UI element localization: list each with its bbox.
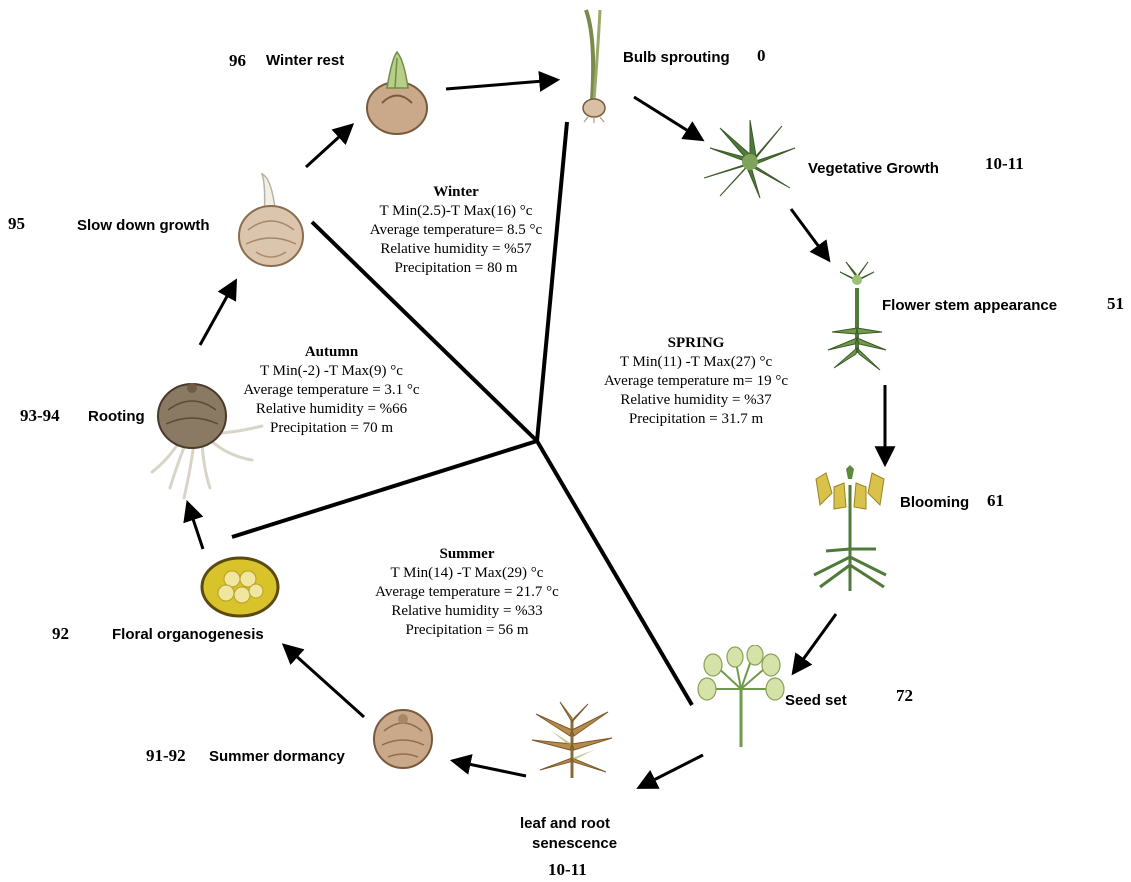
- autumn-humidity: Relative humidity = %66: [219, 400, 444, 419]
- arrow-sprouting-to-vegetative: [634, 97, 701, 139]
- floral-organogenesis-icon: [198, 555, 282, 619]
- winter-humidity: Relative humidity = %57: [346, 240, 566, 259]
- winter-rest-code: 96: [229, 51, 246, 71]
- summer-dormancy-code: 91-92: [146, 746, 186, 766]
- seed-set-icon: [695, 645, 787, 749]
- summer-dormancy-label: Summer dormancy: [209, 748, 345, 765]
- summer-title: Summer: [352, 545, 582, 564]
- summer-climate-block: Summer T Min(14) -T Max(29) °c Average t…: [352, 545, 582, 640]
- arrow-dormancy-to-organogenesis: [285, 646, 364, 717]
- arrow-senescence-to-dormancy: [454, 761, 526, 776]
- vegetative-growth-icon: [700, 118, 800, 200]
- senescence-label-line1: leaf and root: [520, 815, 610, 832]
- summer-dormancy-bulb-icon: [370, 705, 436, 771]
- arrow-vegetative-to-stem: [791, 209, 828, 259]
- summer-temp-range: T Min(14) -T Max(29) °c: [352, 564, 582, 583]
- seed-set-label: Seed set: [785, 692, 847, 709]
- autumn-avg-temp: Average temperature = 3.1 °c: [219, 381, 444, 400]
- winter-avg-temp: Average temperature= 8.5 °c: [346, 221, 566, 240]
- flower-stem-icon: [826, 258, 888, 376]
- senescence-icon: [530, 700, 614, 780]
- bulb-sprouting-code: 0: [757, 46, 766, 66]
- bulb-sprouting-label: Bulb sprouting: [623, 49, 730, 66]
- arrow-blooming-to-seed: [794, 614, 836, 672]
- spring-avg-temp: Average temperature m= 19 °c: [576, 372, 816, 391]
- rooting-label: Rooting: [88, 408, 145, 425]
- autumn-climate-block: Autumn T Min(-2) -T Max(9) °c Average te…: [219, 343, 444, 438]
- winter-title: Winter: [346, 183, 566, 202]
- flower-stem-label: Flower stem appearance: [882, 297, 1057, 314]
- arrow-seed-to-senescence: [640, 755, 703, 787]
- blooming-label: Blooming: [900, 494, 969, 511]
- senescence-code: 10-11: [548, 860, 587, 880]
- slow-down-growth-bulb-icon: [236, 172, 306, 268]
- arrow-winter-rest-to-sprouting: [446, 80, 556, 89]
- arrow-slowdown-to-winterrest: [306, 126, 351, 167]
- blooming-code: 61: [987, 491, 1004, 511]
- floral-organogenesis-label: Floral organogenesis: [112, 626, 264, 643]
- vegetative-growth-code: 10-11: [985, 154, 1024, 174]
- seed-set-code: 72: [896, 686, 913, 706]
- divider-autumn-summer: [232, 441, 537, 537]
- flower-stem-code: 51: [1107, 294, 1124, 314]
- spring-humidity: Relative humidity = %37: [576, 391, 816, 410]
- slow-down-growth-label: Slow down growth: [77, 217, 209, 234]
- summer-humidity: Relative humidity = %33: [352, 602, 582, 621]
- blooming-icon: [806, 465, 894, 593]
- spring-climate-block: SPRING T Min(11) -T Max(27) °c Average t…: [576, 334, 816, 429]
- spring-temp-range: T Min(11) -T Max(27) °c: [576, 353, 816, 372]
- winter-rest-label: Winter rest: [266, 52, 344, 69]
- summer-avg-temp: Average temperature = 21.7 °c: [352, 583, 582, 602]
- divider-winter-spring: [537, 122, 567, 441]
- winter-climate-block: Winter T Min(2.5)-T Max(16) °c Average t…: [346, 183, 566, 278]
- rooting-code: 93-94: [20, 406, 60, 426]
- bulb-sprouting-icon: [570, 8, 620, 124]
- winter-rest-bulb-icon: [362, 48, 432, 136]
- slow-down-growth-code: 95: [8, 214, 25, 234]
- spring-title: SPRING: [576, 334, 816, 353]
- winter-temp-range: T Min(2.5)-T Max(16) °c: [346, 202, 566, 221]
- spring-precipitation: Precipitation = 31.7 m: [576, 410, 816, 429]
- vegetative-growth-label: Vegetative Growth: [808, 160, 939, 177]
- floral-organogenesis-code: 92: [52, 624, 69, 644]
- arrow-organogenesis-to-rooting: [188, 504, 203, 549]
- autumn-temp-range: T Min(-2) -T Max(9) °c: [219, 362, 444, 381]
- winter-precipitation: Precipitation = 80 m: [346, 259, 566, 278]
- summer-precipitation: Precipitation = 56 m: [352, 621, 582, 640]
- arrow-rooting-to-slowdown: [200, 282, 235, 345]
- autumn-title: Autumn: [219, 343, 444, 362]
- senescence-label-line2: senescence: [532, 835, 617, 852]
- autumn-precipitation: Precipitation = 70 m: [219, 419, 444, 438]
